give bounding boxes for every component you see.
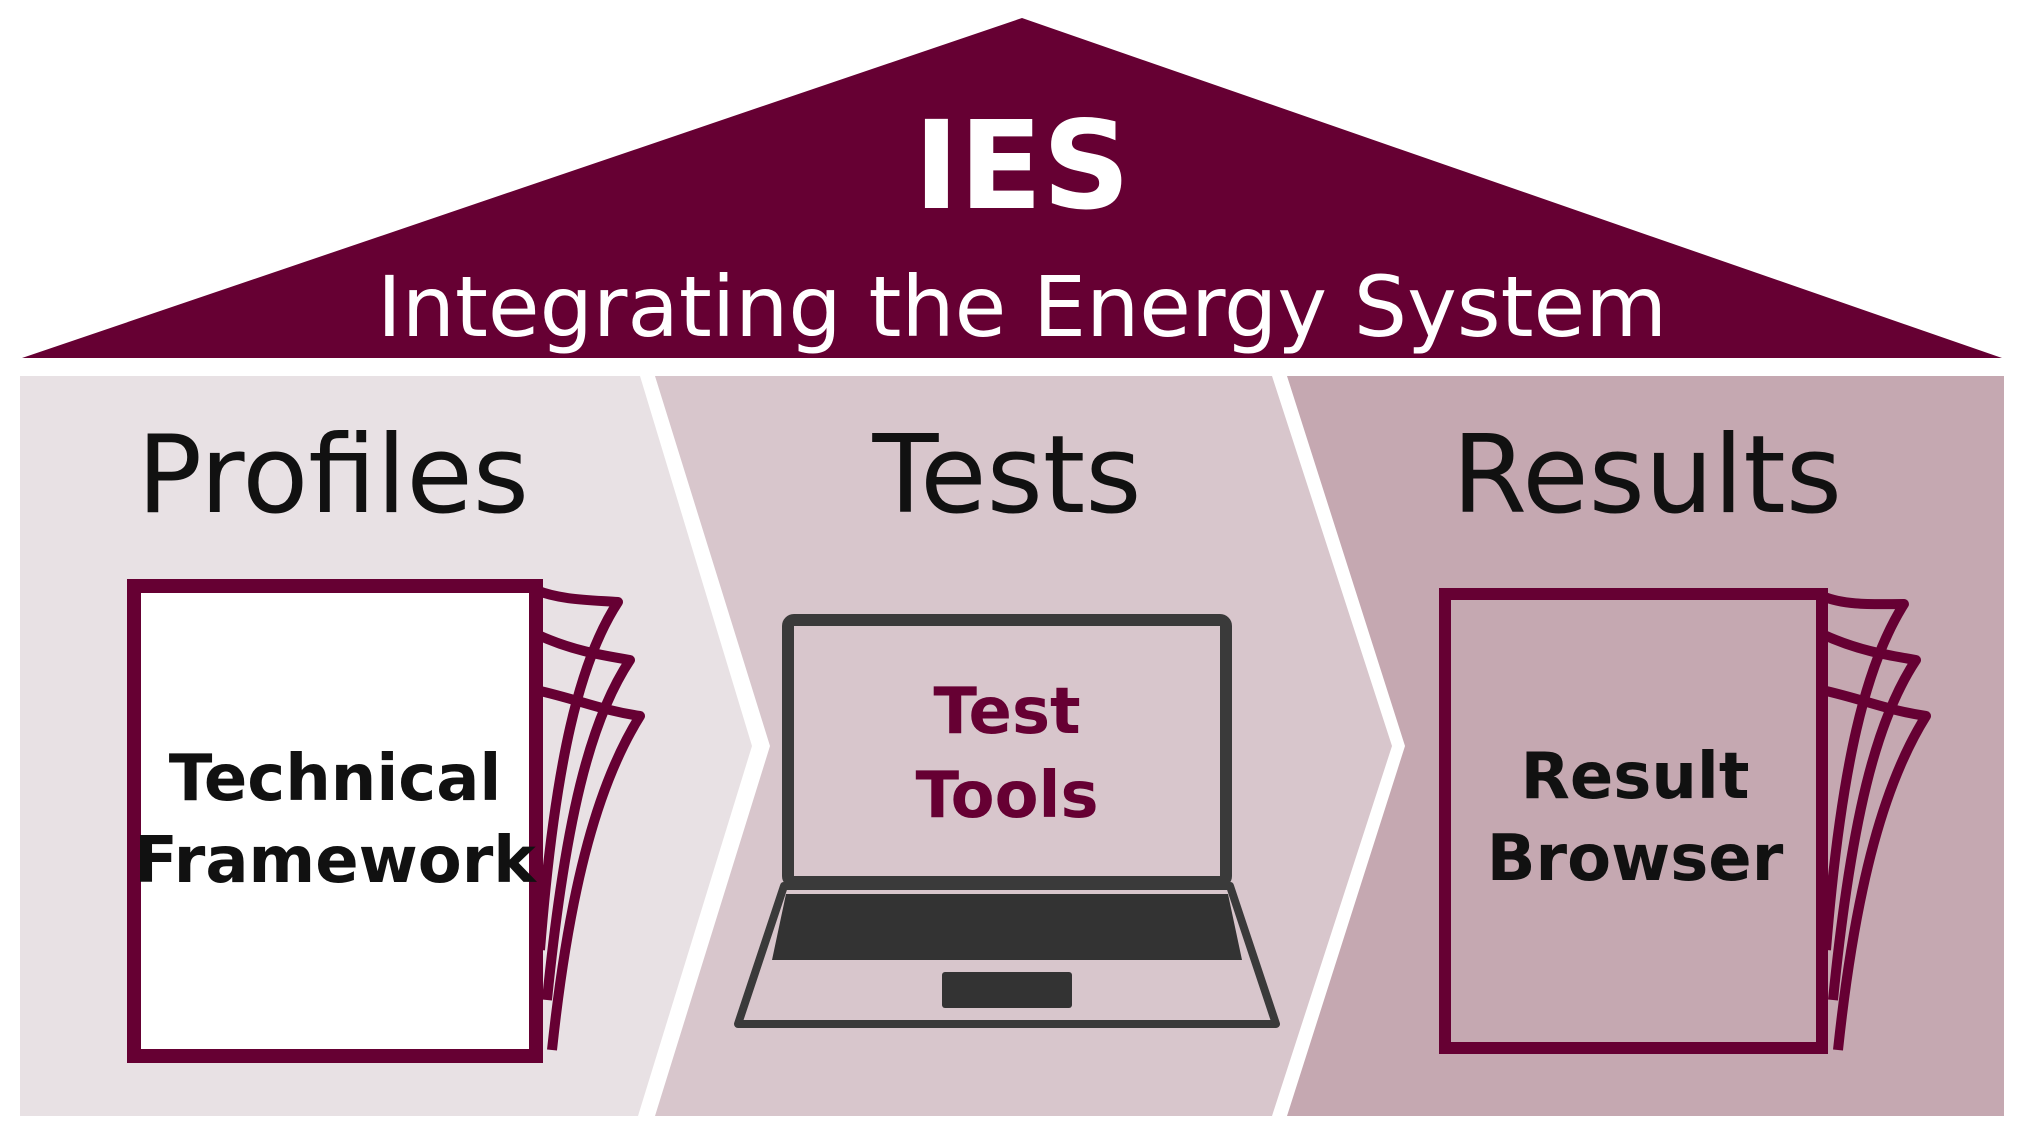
document-page bbox=[1439, 588, 1828, 1054]
roof-shape bbox=[22, 18, 2002, 358]
label-framework: Framework bbox=[134, 824, 537, 898]
laptop-icon bbox=[734, 614, 1280, 1028]
step-profiles: Profiles Technical Framework bbox=[127, 413, 645, 1063]
step-results: Results Result Browser bbox=[1439, 413, 1931, 1054]
document-stack-icon bbox=[1439, 588, 1931, 1054]
laptop-touchpad bbox=[942, 972, 1072, 1008]
step-heading-tests: Tests bbox=[872, 413, 1142, 538]
step-heading-profiles: Profiles bbox=[137, 413, 529, 538]
laptop-keyboard bbox=[772, 894, 1242, 960]
roof: IES Integrating the Energy System bbox=[22, 18, 2002, 358]
document-stack-icon bbox=[127, 579, 645, 1063]
page-fold-2 bbox=[533, 629, 635, 1001]
step-heading-results: Results bbox=[1452, 413, 1842, 538]
page-fold-3 bbox=[534, 685, 645, 1051]
page-fold-1 bbox=[534, 585, 623, 951]
roof-title: IES bbox=[914, 95, 1131, 237]
roof-subtitle: Integrating the Energy System bbox=[377, 258, 1667, 356]
label-technical: Technical bbox=[169, 742, 502, 816]
label-browser: Browser bbox=[1487, 822, 1784, 896]
page-fold-2 bbox=[1819, 629, 1921, 1001]
step-tests: Tests Test Tools bbox=[734, 413, 1280, 1028]
page-fold-1 bbox=[1820, 591, 1909, 951]
laptop-screen bbox=[782, 614, 1232, 888]
document-page bbox=[127, 579, 543, 1063]
label-test: Test bbox=[933, 675, 1080, 749]
label-tools: Tools bbox=[915, 759, 1098, 833]
label-result: Result bbox=[1521, 740, 1750, 814]
